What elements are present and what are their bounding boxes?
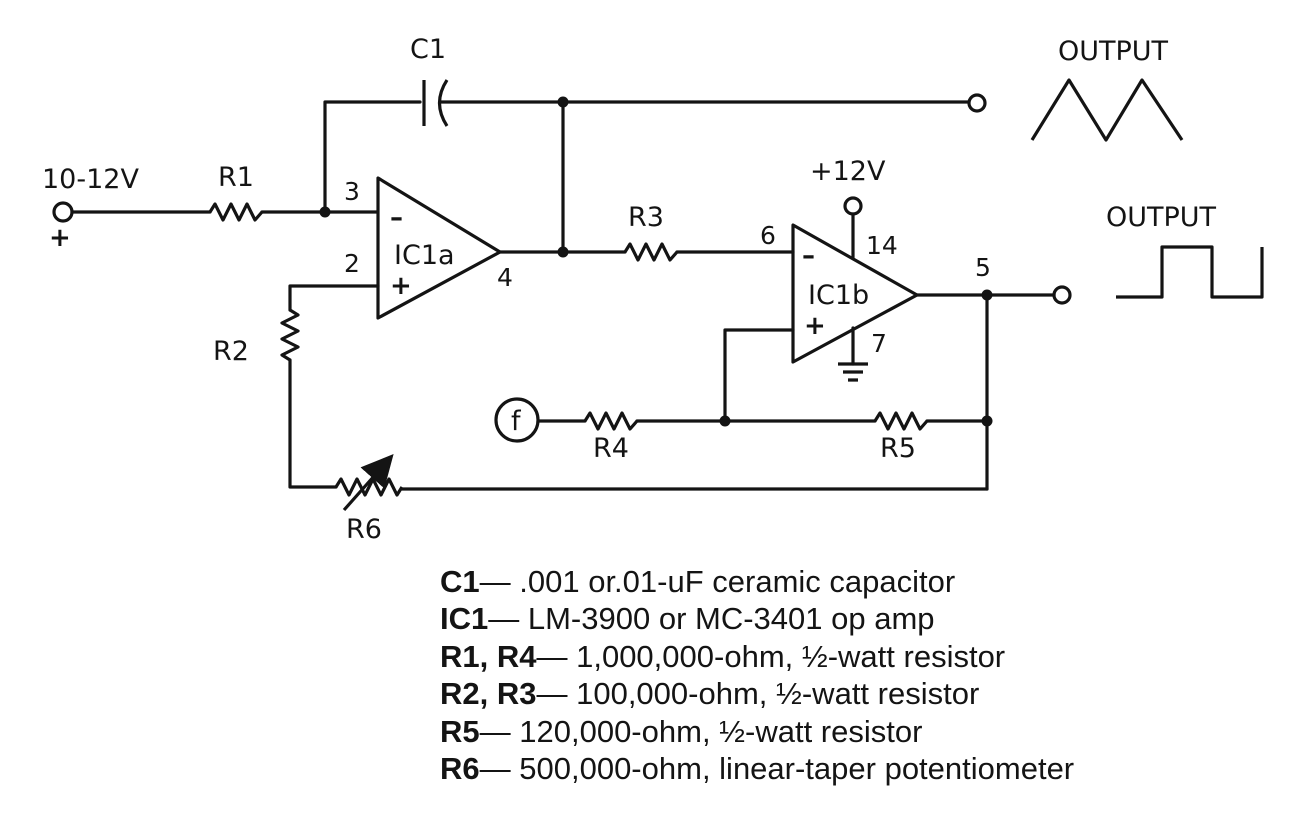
- part-reference: R2, R3: [440, 676, 537, 712]
- part-description: — 100,000-ohm, ½-watt resistor: [536, 676, 980, 712]
- parts-list: C1— .001 or.01-uF ceramic capacitor IC1—…: [440, 563, 1074, 787]
- r5-label: R5: [880, 433, 916, 464]
- r6-label: R6: [346, 514, 382, 545]
- c1-label: C1: [410, 34, 446, 65]
- parts-list-item: R5— 120,000-ohm, ½-watt resistor: [440, 713, 1074, 750]
- noninverting-feedback-wire: [723, 328, 795, 423]
- c1-left-wire: [323, 100, 422, 214]
- ic1b-pin-5: 5: [975, 253, 991, 282]
- ic1b-op-amp: [791, 223, 919, 364]
- part-description: — 500,000-ohm, linear-taper potentiomete…: [479, 751, 1075, 787]
- frequency-terminal-label: f: [511, 406, 522, 437]
- ic1b-pin-7: 7: [871, 329, 887, 358]
- part-reference: R5: [440, 713, 480, 749]
- part-reference: IC1: [440, 601, 489, 637]
- junction-dot: [719, 415, 731, 427]
- input-terminal: [52, 201, 74, 223]
- r3-label: R3: [628, 202, 664, 233]
- part-reference: R6: [440, 751, 480, 787]
- ic1b-plus-sign: +: [804, 311, 826, 341]
- part-description: — 120,000-ohm, ½-watt resistor: [479, 713, 923, 749]
- ic1a-op-amp: [376, 176, 502, 320]
- ground-symbol: [838, 362, 868, 382]
- parts-list-item: R1, R4— 1,000,000-ohm, ½-watt resistor: [440, 638, 1074, 675]
- ic1b-minus-sign: –: [802, 241, 815, 271]
- ic1a-minus-sign: –: [390, 203, 403, 233]
- input-polarity-sign: +: [49, 223, 71, 253]
- ic1b-pin-14: 14: [866, 231, 898, 260]
- part-reference: R1, R4: [440, 638, 537, 674]
- r4-label: R4: [593, 433, 629, 464]
- r2-resistor: [280, 308, 300, 362]
- r4-resistor: [583, 411, 639, 431]
- r3-resistor: [623, 242, 679, 262]
- part-reference: C1: [440, 564, 480, 599]
- ic1a-pin-4: 4: [497, 263, 513, 292]
- parts-list-item: C1— .001 or.01-uF ceramic capacitor: [440, 563, 1074, 600]
- ic1a-noninverting-wire: [288, 284, 380, 312]
- parts-list-item: R6— 500,000-ohm, linear-taper potentiome…: [440, 750, 1074, 787]
- ic1a-plus-sign: +: [390, 271, 412, 301]
- ic1a-pin-2: 2: [344, 249, 360, 278]
- parts-list-item: R2, R3— 100,000-ohm, ½-watt resistor: [440, 675, 1074, 712]
- part-description: — LM-3900 or MC-3401 op amp: [488, 601, 935, 637]
- ic1a-pin-3: 3: [344, 177, 360, 206]
- triangle-output-label: OUTPUT: [1058, 36, 1169, 67]
- supply-voltage-label: +12V: [810, 156, 886, 187]
- square-output-label: OUTPUT: [1106, 202, 1217, 233]
- triangle-waveform: [1030, 78, 1184, 142]
- parts-list-item: IC1— LM-3900 or MC-3401 op amp: [440, 600, 1074, 637]
- input-voltage-label: 10-12V: [42, 164, 139, 195]
- ic1b-pin-6: 6: [760, 221, 776, 250]
- part-description: — 1,000,000-ohm, ½-watt resistor: [536, 638, 1006, 674]
- square-output-terminal: [1052, 285, 1072, 305]
- junction-dot: [557, 246, 569, 258]
- triangle-output-terminal: [967, 93, 987, 113]
- part-description: — .001 or.01-uF ceramic capacitor: [479, 564, 956, 599]
- square-waveform: [1116, 245, 1264, 299]
- ic1b-label: IC1b: [808, 280, 869, 311]
- r2-to-r6-wire: [288, 358, 338, 489]
- ic1a-label: IC1a: [394, 240, 455, 271]
- r2-label: R2: [213, 336, 249, 367]
- r6-adjust-arrow: [342, 454, 394, 512]
- supply-terminal: [843, 196, 863, 216]
- r5-resistor: [873, 411, 929, 431]
- r1-label: R1: [218, 162, 254, 193]
- r1-resistor: [208, 202, 264, 222]
